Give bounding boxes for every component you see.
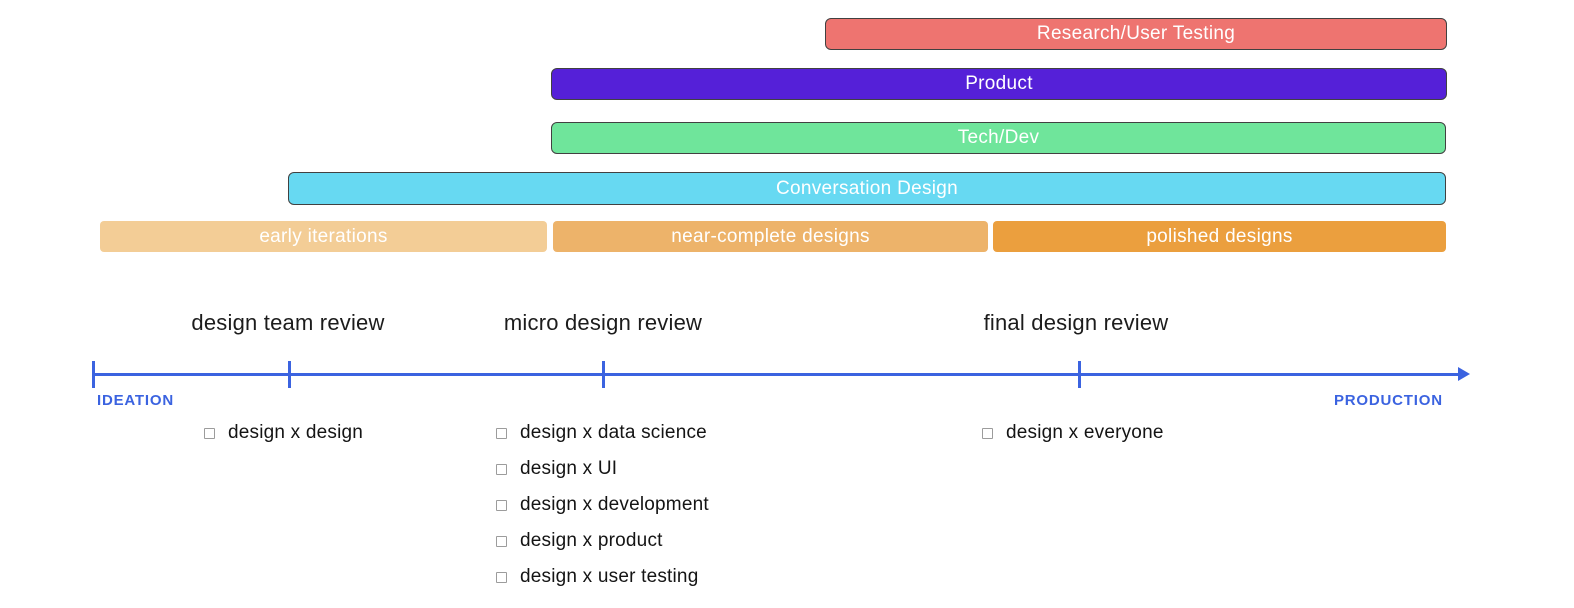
check-label: design x everyone [1006, 422, 1164, 443]
timeline-end-label: PRODUCTION [1334, 392, 1443, 409]
check-label: design x data science [520, 422, 707, 443]
timeline-tick-start [92, 361, 95, 388]
checkbox-icon[interactable] [496, 535, 507, 547]
checkbox-icon[interactable] [204, 427, 215, 439]
bar-research-user-testing: Research/User Testing [825, 18, 1447, 50]
bar-conversation-design: Conversation Design [288, 172, 1446, 205]
check-label: design x UI [520, 458, 618, 479]
bar-conversation-design-label: Conversation Design [775, 177, 959, 199]
checkbox-icon[interactable] [496, 499, 507, 511]
timeline-tick-micro-design-review [602, 361, 605, 388]
bar-product-label: Product [965, 73, 1033, 94]
timeline-arrowhead-icon [1458, 367, 1470, 381]
bar-polished-designs: polished designs [993, 221, 1446, 252]
check-label: design x product [520, 530, 663, 551]
timeline-line [93, 373, 1458, 376]
check-label: design x design [228, 422, 364, 443]
check-label: design x development [520, 494, 709, 515]
bar-product: Product [551, 68, 1447, 100]
bar-polished-designs-label: polished designs [1146, 225, 1293, 247]
timeline-tick-design-team-review [288, 361, 291, 388]
bar-near-complete-designs: near-complete designs [553, 221, 988, 252]
list-item: design x development [496, 493, 709, 517]
timeline-start-label: IDEATION [97, 392, 174, 409]
bar-near-complete-designs-label: near-complete designs [671, 225, 870, 247]
checklist-design-team-review: design x design [204, 421, 363, 445]
list-item: design x design [204, 421, 363, 445]
checkbox-icon[interactable] [496, 463, 507, 475]
checkbox-icon[interactable] [496, 427, 507, 439]
check-label: design x user testing [520, 566, 699, 587]
milestone-micro-design-review: micro design review [503, 310, 703, 335]
list-item: design x UI [496, 457, 709, 481]
checklist-micro-design-review: design x data science design x UI design… [496, 421, 709, 589]
checklist-final-design-review: design x everyone [982, 421, 1164, 445]
bar-early-iterations-label: early iterations [259, 225, 388, 247]
milestone-design-team-review: design team review [191, 310, 385, 335]
timeline-tick-final-design-review [1078, 361, 1081, 388]
checkbox-icon[interactable] [496, 571, 507, 583]
bar-early-iterations: early iterations [100, 221, 547, 252]
bar-research-user-testing-label: Research/User Testing [1036, 23, 1236, 44]
list-item: design x user testing [496, 565, 709, 589]
list-item: design x everyone [982, 421, 1164, 445]
list-item: design x data science [496, 421, 709, 445]
bar-tech-dev-label: Tech/Dev [957, 127, 1040, 148]
checkbox-icon[interactable] [982, 427, 993, 439]
list-item: design x product [496, 529, 709, 553]
bar-tech-dev: Tech/Dev [551, 122, 1446, 154]
milestone-final-design-review: final design review [983, 310, 1169, 335]
